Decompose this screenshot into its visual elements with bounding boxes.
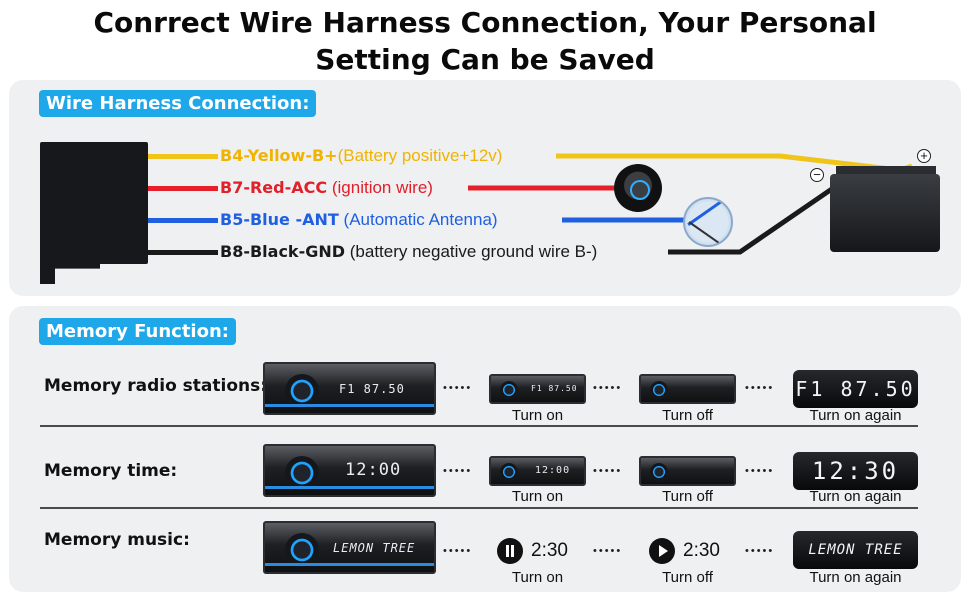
pause-control: 2:30 [497,538,568,564]
play-icon [649,538,675,564]
wire-label-blue: B5-Blue -ANT (Automatic Antenna) [220,210,498,229]
volume-knob-icon [650,381,668,399]
caption-turn-on-again: Turn on again [809,488,902,505]
stereo-display: 12:00 [535,465,571,476]
row-divider [40,425,918,427]
play-control: 2:30 [649,538,720,564]
volume-knob-icon [500,463,518,481]
stereo-time: 12:00 [263,444,436,497]
black-wire-left [148,250,218,255]
caption-turn-on-again: Turn on again [809,569,902,586]
volume-knob-icon [500,381,518,399]
black-wire-right [668,179,844,255]
caption-turn-on: Turn on [511,488,564,505]
wire-label-red: B7-Red-ACC (ignition wire) [220,178,433,197]
wire-harness-badge: Wire Harness Connection: [39,90,317,117]
volume-knob-icon [285,374,319,408]
caption-turn-on: Turn on [511,569,564,586]
stereo-display: F1 87.50 [339,382,405,396]
negative-terminal-icon: − [810,168,824,182]
volume-knob-icon [285,533,319,567]
caption-turn-on-again: Turn on again [809,407,902,424]
stereo-display: 12:00 [345,460,402,480]
stereo-display: LEMON TREE [333,541,416,555]
yellow-wire-left [148,154,218,159]
wire-routing [468,153,913,255]
dots: ••••• [745,382,775,394]
caption-turn-off: Turn off [662,569,713,586]
row-label-radio: Memory radio stations: [44,376,268,396]
caption-turn-off: Turn off [662,488,713,505]
stereo-strip [265,563,434,566]
lcd-display-final: LEMON TREE [793,531,918,569]
lcd-display-final: F1 87.50 [793,370,918,408]
wire-label-black: B8-Black-GND (battery negative ground wi… [220,242,598,261]
dots: ••••• [745,545,775,557]
dots: ••••• [443,465,473,477]
dots: ••••• [593,465,623,477]
dots: ••••• [593,382,623,394]
stereo-time-small: 12:00 [489,456,586,486]
antenna-icon [683,197,733,247]
stereo-radio-small: F1 87.50 [489,374,586,404]
volume-knob-icon [650,463,668,481]
page-title: Conrrect Wire Harness Connection, Your P… [93,6,877,76]
positive-terminal-icon: + [917,149,931,163]
dots: ••••• [443,545,473,557]
caption-turn-on: Turn on [511,407,564,424]
stereo-radio: F1 87.50 [263,362,436,415]
pause-icon [497,538,523,564]
volume-knob-icon [285,456,319,490]
stereo-strip [265,404,434,407]
stereo-display: F1 87.50 [531,384,578,393]
lcd-display-final: 12:30 [793,452,918,490]
blue-wire-left [148,218,218,223]
stereo-music: LEMON TREE [263,521,436,574]
ignition-button-icon [614,164,662,212]
stereo-off-small [639,374,736,404]
row-divider [40,507,918,509]
stereo-strip [265,486,434,489]
memory-function-badge: Memory Function: [39,318,236,345]
red-wire-left [148,186,218,191]
stereo-off-small [639,456,736,486]
caption-turn-off: Turn off [662,407,713,424]
harness-connector [40,142,148,264]
row-label-time: Memory time: [44,461,178,481]
play-time: 2:30 [683,540,720,561]
dots: ••••• [593,545,623,557]
dots: ••••• [745,465,775,477]
row-label-music: Memory music: [44,530,190,550]
pause-time: 2:30 [531,540,568,561]
wire-label-yellow: B4-Yellow-B+(Battery positive+12v) [220,146,503,165]
dots: ••••• [443,382,473,394]
car-battery-icon [830,174,940,252]
